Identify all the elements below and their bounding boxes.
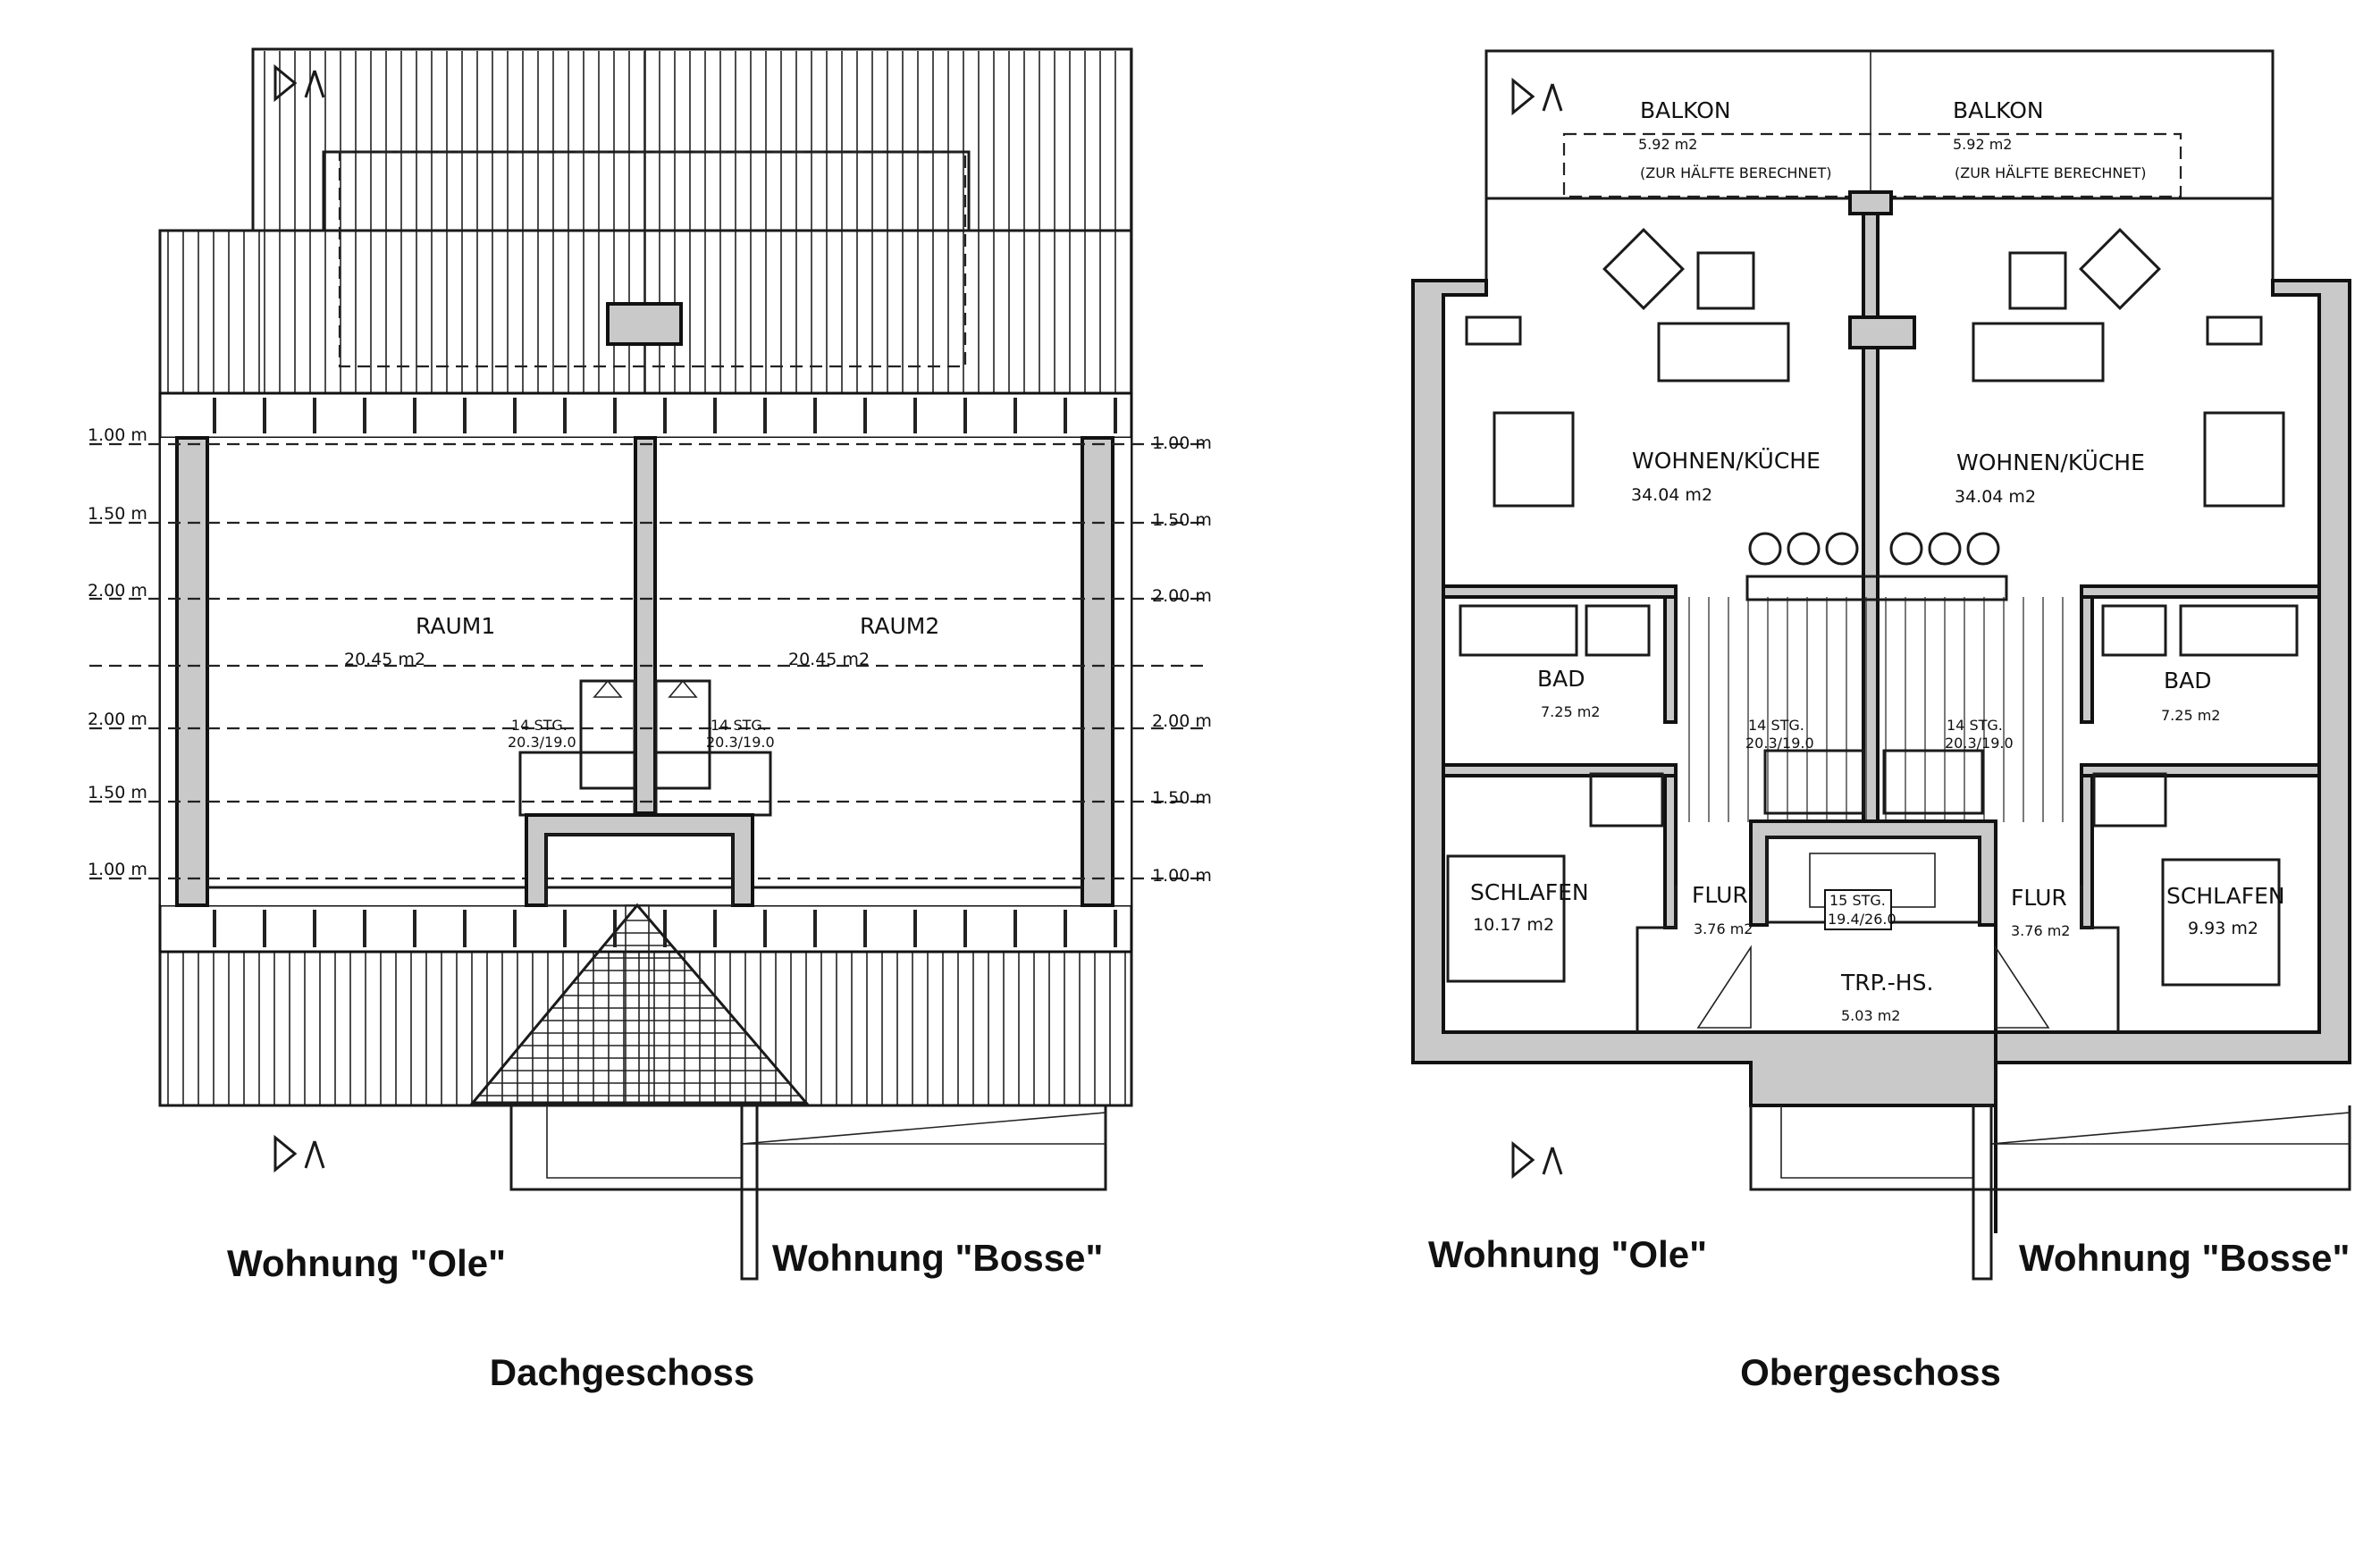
- chimney: [606, 302, 683, 346]
- roof-outline-top: [251, 47, 1133, 231]
- room-name: WOHNEN/KÜCHE: [1956, 450, 2145, 475]
- dim-label: 2.00 m: [88, 581, 147, 601]
- room-name: BALKON: [1640, 97, 1731, 123]
- room-area-label: 5.92 m2: [1953, 136, 2012, 153]
- dim-label: 2.00 m: [88, 710, 147, 729]
- room-name: WOHNEN/KÜCHE: [1632, 448, 1821, 474]
- room-name: SCHLAFEN: [2166, 883, 2285, 909]
- room-area-label: 3.76 m2: [2011, 922, 2070, 939]
- balcony-note: (ZUR HÄLFTE BERECHNET): [1640, 164, 1832, 181]
- stair-hatching: [1688, 597, 2064, 822]
- room-area-label: 5.92 m2: [1638, 136, 1697, 153]
- balcony-note: (ZUR HÄLFTE BERECHNET): [1955, 164, 2147, 181]
- rafter-band-top: [158, 391, 1133, 440]
- post: [1972, 1104, 1993, 1281]
- stair-steps: 14 STG.: [511, 717, 568, 734]
- dim-label: 1.50 m: [1152, 510, 1212, 530]
- stair-ratio: 20.3/19.0: [706, 734, 775, 751]
- room-area-label: 9.93 m2: [2188, 919, 2258, 938]
- section-marker-icon: [1511, 77, 1563, 116]
- unit-label-bosse: Wohnung "Bosse": [2019, 1237, 2350, 1279]
- balcony-outline: [1484, 49, 2275, 281]
- stair-ratio: 20.3/19.0: [508, 734, 576, 751]
- height-lines: [89, 442, 1207, 880]
- section-marker-icon: [273, 1134, 325, 1173]
- dim-label: 1.50 m: [88, 504, 147, 524]
- stair-ratio: 20.3/19.0: [1745, 735, 1814, 752]
- roof-tiles: [167, 51, 1131, 1105]
- room-name: TRP.-HS.: [1840, 970, 1933, 996]
- party-wall: [634, 436, 657, 815]
- stair-steps: 15 STG.: [1829, 892, 1886, 909]
- stair-steps: 14 STG.: [1947, 717, 2003, 734]
- terrace-inner: [546, 1105, 742, 1179]
- room-name: BALKON: [1953, 97, 2044, 123]
- room-area-label: 20.45 m2: [788, 650, 870, 669]
- floor-title: Dachgeschoss: [490, 1351, 754, 1393]
- dim-label: 1.00 m: [88, 425, 147, 445]
- dim-labels-left: 1.00 m 1.50 m 2.00 m 2.00 m 1.50 m 1.00 …: [88, 425, 147, 879]
- dim-label: 1.00 m: [1152, 866, 1212, 886]
- room-name: FLUR: [2011, 885, 2067, 911]
- section-marker-icon: [273, 63, 325, 103]
- dormer-dashed: [338, 150, 967, 368]
- unit-label-ole: Wohnung "Ole": [1428, 1233, 1707, 1275]
- room-area-label: 34.04 m2: [1955, 487, 2036, 507]
- rafter-band-bottom: [158, 903, 1133, 954]
- stair-steps: 14 STG.: [1748, 717, 1804, 734]
- vent-stack: [625, 904, 650, 1104]
- room-area-label: 20.45 m2: [344, 650, 425, 669]
- furniture: [1465, 228, 2285, 601]
- dim-label: 1.00 m: [1152, 433, 1212, 453]
- door-swing: [1696, 945, 1752, 1029]
- room-area-label: 7.25 m2: [1541, 703, 1600, 720]
- room-area-label: 10.17 m2: [1473, 915, 1554, 935]
- section-marker-icon: [1511, 1140, 1563, 1180]
- wall-right: [1081, 436, 1114, 907]
- terrace-outline: [509, 1105, 1107, 1191]
- chimney: [1848, 315, 1916, 349]
- exterior-wall: [1411, 279, 2351, 1107]
- stair-steps: 14 STG.: [711, 717, 767, 734]
- room-name: BAD: [1537, 666, 1585, 692]
- room-area-label: 5.03 m2: [1841, 1007, 1900, 1024]
- post: [740, 1104, 759, 1281]
- ramp: [741, 1112, 1106, 1145]
- room-name: RAUM2: [860, 613, 939, 639]
- dim-label: 1.50 m: [1152, 788, 1212, 808]
- room-area-label: 3.76 m2: [1694, 920, 1753, 937]
- stair-ratio: 19.4/26.0: [1828, 911, 1896, 928]
- room-area-label: 7.25 m2: [2161, 707, 2220, 724]
- dim-label: 2.00 m: [1152, 711, 1212, 731]
- ramp: [1990, 1112, 2351, 1145]
- unit-label-ole: Wohnung "Ole": [227, 1242, 506, 1284]
- floor-title: Obergeschoss: [1740, 1351, 2001, 1393]
- unit-label-bosse: Wohnung "Bosse": [772, 1237, 1103, 1279]
- terrace-outline: [1749, 1105, 2351, 1191]
- party-wall-head: [1848, 190, 1893, 215]
- stair-ratio: 20.3/19.0: [1945, 735, 2014, 752]
- dim-label: 1.50 m: [88, 783, 147, 803]
- wall-left: [175, 436, 209, 907]
- room-name: BAD: [2164, 668, 2212, 693]
- room-name: FLUR: [1692, 882, 1748, 908]
- stairwell-wall: [1749, 819, 1997, 1233]
- obergeschoss-plan: BALKON 5.92 m2 (ZUR HÄLFTE BERECHNET) BA…: [1411, 49, 2351, 1393]
- room-area-label: 34.04 m2: [1631, 485, 1712, 505]
- interior-walls: [1442, 584, 2321, 1032]
- dim-label: 2.00 m: [1152, 586, 1212, 606]
- dim-label: 1.00 m: [88, 860, 147, 879]
- door-swing: [1995, 945, 2050, 1029]
- dachgeschoss-plan: 1.00 m 1.50 m 2.00 m 2.00 m 1.50 m 1.00 …: [88, 47, 1212, 1393]
- room-name: SCHLAFEN: [1470, 879, 1589, 905]
- dim-labels-right: 1.00 m 1.50 m 2.00 m 2.00 m 1.50 m 1.00 …: [1152, 433, 1212, 886]
- dormer-tiles: [478, 920, 801, 1097]
- rafters: [213, 398, 1117, 947]
- room-name: RAUM1: [416, 613, 495, 639]
